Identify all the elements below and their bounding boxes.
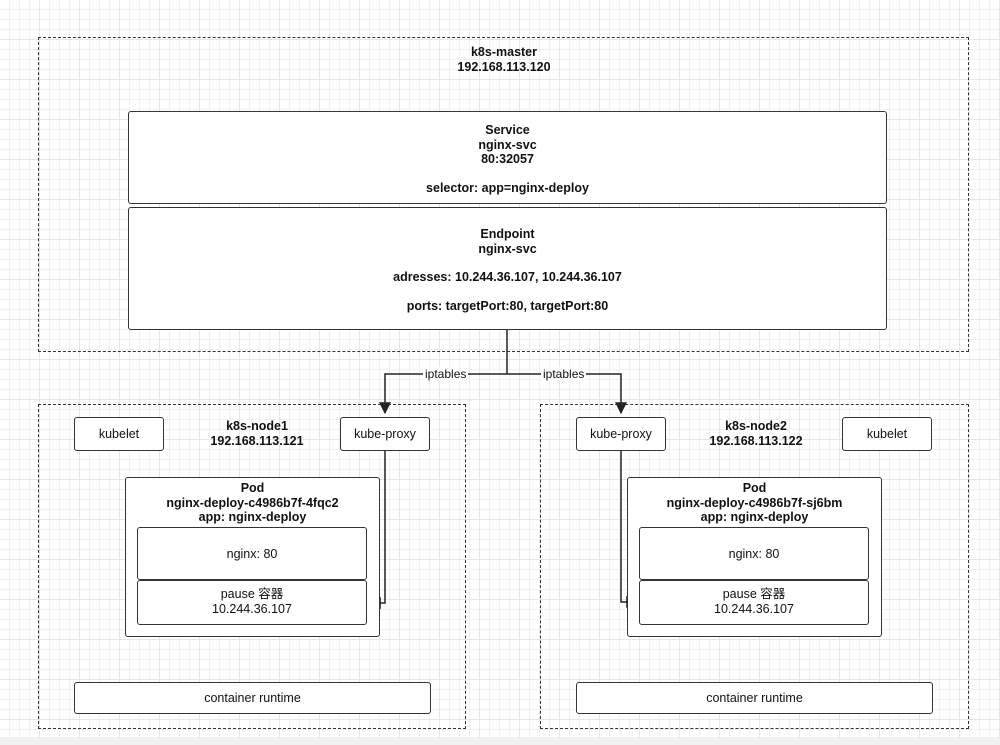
service-name: nginx-svc	[478, 137, 537, 152]
node1-ip: 192.168.113.121	[210, 433, 304, 448]
service-selector: selector: app=nginx-deploy	[426, 180, 589, 195]
canvas-bottom-strip	[0, 737, 1000, 745]
node1-pause-container[interactable]: pause 容器 10.244.36.107	[137, 580, 367, 625]
node2-name: k8s-node2	[725, 419, 787, 433]
endpoint-box[interactable]: Endpoint nginx-svc adresses: 10.244.36.1…	[128, 207, 887, 330]
edge-label-left: iptables	[423, 367, 469, 381]
endpoint-name: nginx-svc	[478, 241, 537, 256]
node1-nginx-container[interactable]: nginx: 80	[137, 527, 367, 580]
node2-pod-label: app: nginx-deploy	[700, 510, 809, 524]
node1-kube-proxy[interactable]: kube-proxy	[340, 417, 430, 451]
node2-pause-ip: 10.244.36.107	[714, 601, 794, 616]
node1-pod-name: nginx-deploy-c4986b7f-4fqc2	[166, 495, 339, 510]
endpoint-ports: ports: targetPort:80, targetPort:80	[406, 298, 609, 313]
node1-kubelet[interactable]: kubelet	[74, 417, 164, 451]
node2-pod-title: Pod	[742, 481, 767, 495]
node2-pause-container[interactable]: pause 容器 10.244.36.107	[639, 580, 869, 625]
service-ports: 80:32057	[481, 152, 534, 166]
endpoint-addresses: adresses: 10.244.36.107, 10.244.36.107	[393, 270, 622, 284]
node1-pause-ip: 10.244.36.107	[212, 601, 292, 616]
endpoint-title: Endpoint	[480, 227, 535, 241]
service-box[interactable]: Service nginx-svc 80:32057 selector: app…	[128, 111, 887, 204]
node2-container-runtime[interactable]: container runtime	[576, 682, 933, 714]
node2-header: k8s-node2 192.168.113.122	[686, 419, 826, 448]
node2-nginx-container[interactable]: nginx: 80	[639, 527, 869, 580]
master-ip: 192.168.113.120	[457, 59, 551, 74]
node2-pause-title: pause 容器	[722, 587, 786, 601]
node2-ip: 192.168.113.122	[709, 433, 803, 448]
edge-label-right: iptables	[541, 367, 587, 381]
node1-container-runtime[interactable]: container runtime	[74, 682, 431, 714]
node1-pod-label: app: nginx-deploy	[198, 510, 307, 524]
node1-header: k8s-node1 192.168.113.121	[187, 419, 327, 448]
master-name: k8s-master	[470, 45, 537, 59]
node1-name: k8s-node1	[226, 419, 288, 433]
master-group	[38, 37, 969, 352]
node1-group	[38, 404, 466, 729]
node2-kube-proxy[interactable]: kube-proxy	[576, 417, 666, 451]
service-title: Service	[485, 123, 530, 137]
node1-pod-title: Pod	[240, 481, 265, 495]
node2-kubelet[interactable]: kubelet	[842, 417, 932, 451]
node1-pause-title: pause 容器	[220, 587, 284, 601]
node2-pod-name: nginx-deploy-c4986b7f-sj6bm	[666, 495, 843, 510]
node2-group	[540, 404, 969, 729]
master-header: k8s-master 192.168.113.120	[404, 45, 604, 74]
